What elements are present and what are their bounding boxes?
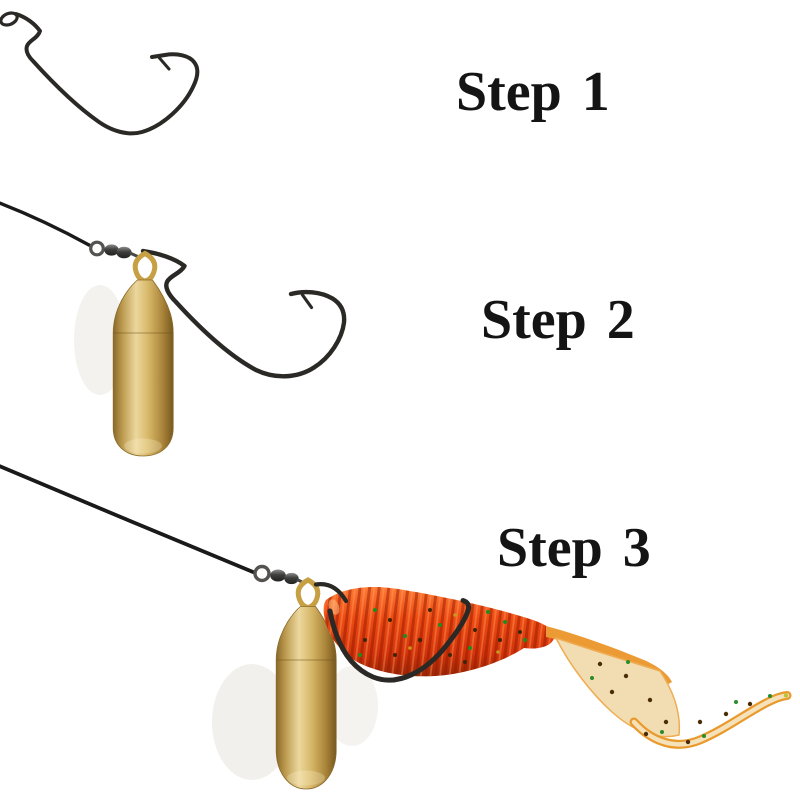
weight-body xyxy=(275,606,337,790)
step-2-label: Step 2 xyxy=(481,289,635,351)
step1-hook-illustration xyxy=(0,11,200,136)
tail-flag xyxy=(554,636,681,738)
step2-rig-illustration xyxy=(0,201,347,457)
worm-hook xyxy=(313,582,472,683)
swivel-ring xyxy=(253,564,271,583)
hook-eye-wire xyxy=(313,582,349,604)
soft-plastic-worm xyxy=(323,587,792,749)
tail-top-edge xyxy=(546,626,672,687)
barrel-swivel xyxy=(253,564,305,585)
hook-barb xyxy=(157,56,171,71)
tail-tip xyxy=(783,693,789,698)
bullet-weight xyxy=(112,250,174,457)
tail-ribbon-core xyxy=(631,693,790,747)
worm-ribs xyxy=(323,587,555,677)
worm-curl-tail xyxy=(546,626,792,749)
hook-barb xyxy=(300,293,314,310)
fishing-line xyxy=(0,201,91,247)
tail-flecks xyxy=(590,660,772,745)
hook-shank-and-bend xyxy=(14,12,200,136)
step3-rig-illustration xyxy=(0,464,792,790)
glitter-flecks xyxy=(358,608,527,664)
hook-shank-and-bend xyxy=(140,248,347,379)
weight-body xyxy=(112,279,174,457)
step-1-label: Step 1 xyxy=(456,61,610,123)
barrel-swivel xyxy=(89,240,142,260)
weight-eyelet xyxy=(132,250,158,284)
worm-hook xyxy=(140,248,347,379)
soft-shadow xyxy=(212,664,292,780)
step-3-label: Step 3 xyxy=(497,517,651,579)
bullet-weight xyxy=(275,577,337,790)
hook-bend-and-point xyxy=(327,598,472,683)
fishing-line xyxy=(0,464,255,574)
soft-shadow xyxy=(326,666,378,746)
swivel-ring xyxy=(89,240,105,257)
